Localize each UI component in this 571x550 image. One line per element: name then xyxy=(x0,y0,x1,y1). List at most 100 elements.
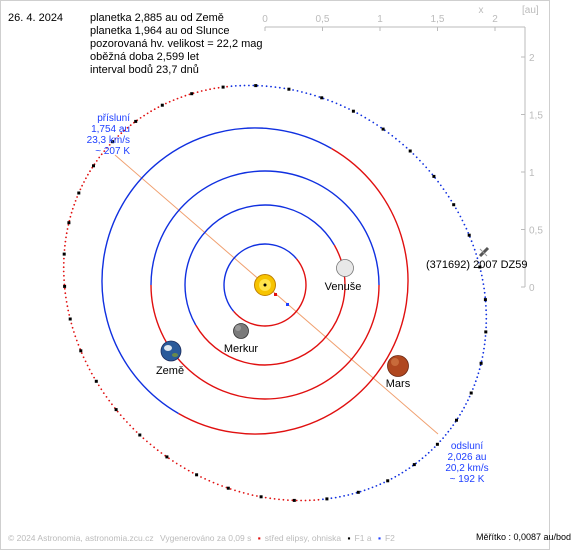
asteroid-orbit-dot xyxy=(395,137,397,140)
asteroid-orbit-dot xyxy=(473,384,476,386)
asteroid-orbit-dot xyxy=(64,292,67,295)
asteroid-orbit-dot xyxy=(296,90,299,92)
asteroid-marker xyxy=(478,246,490,258)
asteroid-orbit-dot xyxy=(360,114,363,117)
asteroid-orbit-dot xyxy=(175,462,178,465)
asteroid-orbit-dot xyxy=(180,96,183,98)
y-tick-label: 0 xyxy=(529,283,535,294)
asteroid-orbit-dot xyxy=(129,424,132,427)
asteroid-orbit-dot xyxy=(485,305,487,307)
asteroid-position-marker xyxy=(259,495,263,499)
asteroid-orbit-dot xyxy=(363,489,366,492)
asteroid-orbit-dot xyxy=(97,384,100,387)
asteroid-position-marker xyxy=(325,497,329,501)
info-point-interval: interval bodů 23,7 dnů xyxy=(90,64,199,76)
asteroid-orbit-dot xyxy=(68,314,71,316)
asteroid-orbit-dot xyxy=(191,471,194,474)
asteroid-orbit-dot xyxy=(65,236,67,239)
asteroid-orbit-dot xyxy=(447,430,450,433)
asteroid-orbit-dot xyxy=(467,232,470,234)
asteroid-orbit-dot xyxy=(251,494,254,496)
earth-orbit-below xyxy=(150,284,380,400)
asteroid-orbit-dot xyxy=(106,147,108,149)
asteroid-orbit-dot xyxy=(348,108,350,110)
asteroid-orbit-dot xyxy=(64,240,67,243)
asteroid-orbit-dot xyxy=(103,150,106,153)
asteroid-orbit-dot xyxy=(343,495,345,497)
mercury xyxy=(233,323,249,339)
asteroid-orbit-dot xyxy=(269,497,272,500)
asteroid-orbit-dot xyxy=(322,498,324,501)
asteroid-orbit-dot xyxy=(379,483,382,486)
asteroid-orbit-dot xyxy=(62,270,65,273)
asteroid-orbit-dot xyxy=(484,296,487,299)
asteroid-orbit-dot xyxy=(387,132,390,134)
asteroid-orbit-dot xyxy=(82,356,85,359)
asteroid-orbit-dot xyxy=(331,100,334,103)
asteroid-orbit-dot xyxy=(308,499,311,502)
asteroid-position-marker xyxy=(432,174,436,178)
asteroid-position-marker xyxy=(138,433,142,437)
asteroid-orbit-dot xyxy=(318,96,321,98)
mercury-label: Merkur xyxy=(224,343,259,355)
asteroid-orbit-dot xyxy=(483,291,486,294)
asteroid-orbit-dot xyxy=(359,490,362,493)
asteroid-orbit-dot xyxy=(380,126,382,129)
asteroid-position-marker xyxy=(455,418,458,422)
asteroid-orbit-dot xyxy=(439,184,442,187)
asteroid-orbit-dot xyxy=(481,278,484,281)
asteroid-orbit-dot xyxy=(102,392,105,394)
asteroid-orbit-dot xyxy=(149,443,152,446)
asteroid-orbit-dot xyxy=(475,253,477,255)
venus-label: Venuše xyxy=(325,281,362,293)
asteroid-orbit-dot xyxy=(476,376,479,379)
asteroid-orbit-dot xyxy=(168,457,170,460)
asteroid-orbit-dot xyxy=(442,188,445,191)
asteroid-orbit-dot xyxy=(70,322,73,325)
asteroid-orbit-dot xyxy=(123,129,126,132)
aphelion-title: odsluní xyxy=(450,441,484,452)
asteroid-position-marker xyxy=(195,473,199,477)
info-distance-earth: planetka 2,885 au od Země xyxy=(90,12,224,24)
asteroid-orbit-dot xyxy=(428,170,431,172)
asteroid-orbit-dot xyxy=(347,494,350,496)
asteroid-orbit-dot xyxy=(479,270,482,272)
asteroid-orbit-dot xyxy=(111,403,113,406)
asteroid-orbit-dot xyxy=(455,207,457,210)
asteroid-orbit-dot xyxy=(70,211,73,214)
asteroid-orbit-dot xyxy=(485,326,487,329)
asteroid-orbit-dot xyxy=(459,413,461,416)
asteroid-orbit-dot xyxy=(291,499,294,502)
asteroid-orbit-dot xyxy=(230,85,233,88)
asteroid-orbit-dot xyxy=(120,132,123,135)
asteroid-orbit-dot xyxy=(100,388,103,391)
asteroid-orbit-dot xyxy=(135,431,138,433)
asteroid-orbit-dot xyxy=(376,124,378,126)
asteroid-position-marker xyxy=(386,479,390,483)
footer: © 2024 Astronomia, astronomia.zcu.cz Vyg… xyxy=(8,532,571,543)
asteroid-orbit-dot xyxy=(74,200,77,202)
asteroid-orbit-dot xyxy=(71,326,74,329)
asteroid-orbit-dot xyxy=(63,279,65,281)
asteroid-orbit-dot xyxy=(472,388,474,390)
asteroid-position-marker xyxy=(92,164,95,168)
asteroid-orbit-dot xyxy=(183,467,186,470)
mars-orbit-above xyxy=(101,127,332,415)
asteroid-orbit-dot xyxy=(64,244,66,247)
asteroid-position-marker xyxy=(68,317,72,321)
asteroid-position-marker xyxy=(226,486,230,490)
asteroid-orbit-dot xyxy=(422,163,424,165)
aphelion-speed: 20,2 km/s xyxy=(445,463,489,474)
asteroid-orbit-dot xyxy=(418,459,421,462)
x-tick-label: 2 xyxy=(492,14,498,25)
asteroid-position-marker xyxy=(452,203,456,207)
asteroid-orbit-dot xyxy=(270,85,272,88)
mercury-orbit-below xyxy=(233,258,307,327)
asteroid-orbit-dot xyxy=(265,85,268,88)
asteroid-orbit xyxy=(62,84,488,502)
asteroid-orbit-dot xyxy=(485,313,488,316)
asteroid-orbit-dot xyxy=(85,177,87,180)
asteroid-orbit-dot xyxy=(335,102,338,105)
asteroid-orbit-dot xyxy=(461,410,463,413)
asteroid-orbit-dot xyxy=(76,196,78,198)
